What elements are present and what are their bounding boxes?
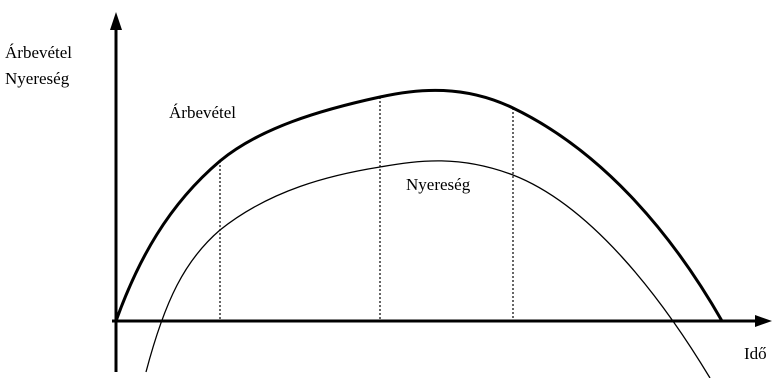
y-axis-label-revenue: Árbevétel: [5, 43, 72, 62]
x-axis-label: Idő: [744, 344, 767, 363]
revenue-curve: [114, 88, 724, 322]
profit-curve-label: Nyereség: [406, 175, 471, 194]
y-axis-label-profit: Nyereség: [5, 69, 70, 88]
revenue-curve-label: Árbevétel: [169, 103, 236, 122]
y-axis-arrowhead: [110, 12, 122, 30]
x-axis-arrowhead: [755, 315, 772, 327]
profit-curve: [145, 160, 711, 378]
